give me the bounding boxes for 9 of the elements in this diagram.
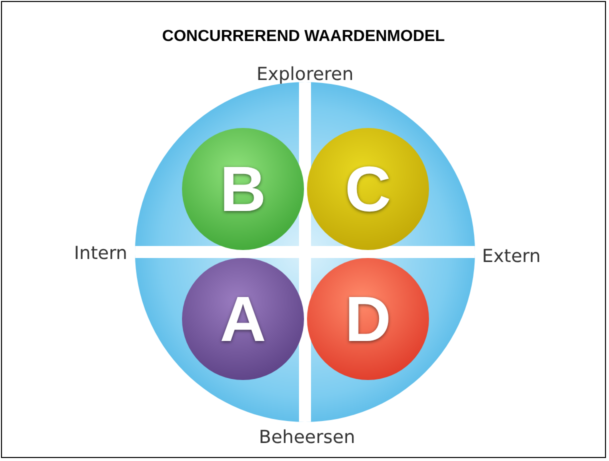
axis-label: Exploreren: [256, 64, 354, 85]
letter-circle: B: [182, 128, 304, 250]
axis-label: Beheersen: [258, 427, 356, 448]
letter-circle: D: [307, 258, 429, 380]
axis-label: Intern: [74, 243, 128, 264]
letter-circle: A: [182, 258, 304, 380]
letter-circle: C: [307, 128, 429, 250]
title: CONCURREREND WAARDENMODEL: [161, 28, 446, 46]
axis-label: Extern: [482, 246, 541, 267]
